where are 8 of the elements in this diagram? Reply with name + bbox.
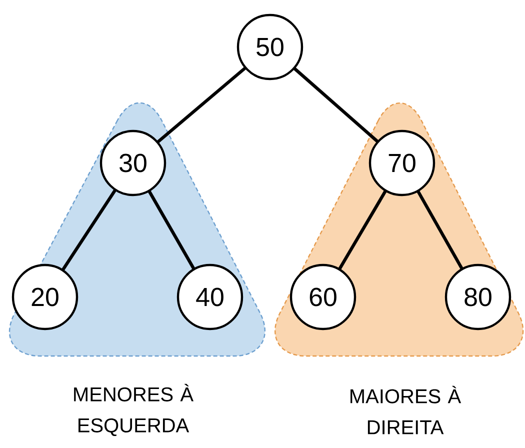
- node-label: MENORES À ESQUERDA: [74, 384, 194, 436]
- tree-edge: [61, 189, 117, 271]
- tree-edge: [148, 190, 196, 270]
- node-label: MAIORES À DIREITA: [350, 386, 462, 434]
- tree-edge: [293, 67, 379, 143]
- tree-edge: [416, 190, 464, 270]
- tree-edge: [156, 66, 246, 144]
- tree-edge: [338, 190, 388, 270]
